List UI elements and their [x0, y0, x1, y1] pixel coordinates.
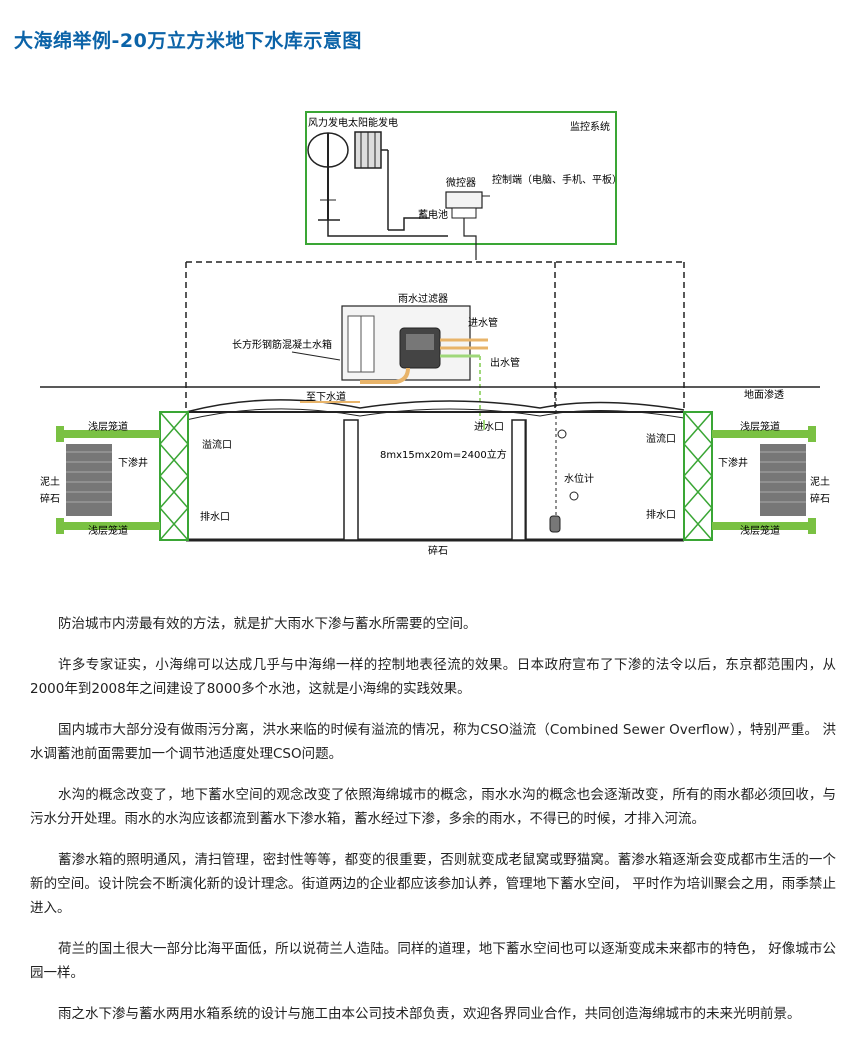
- paragraph: 蓄渗水箱的照明通风，清扫管理，密封性等等，都变的很重要，否则就变成老鼠窝或野猫窝…: [30, 852, 836, 916]
- tank-roof: [185, 399, 685, 413]
- to-sewer-label: 至下水道: [306, 390, 346, 403]
- gravel-label: 碎石: [428, 544, 448, 557]
- tank-label: 长方形钢筋混凝土水箱: [232, 338, 332, 351]
- ground-seep-label: 地面渗透: [744, 388, 784, 401]
- inlet-port-label: 进水口: [474, 421, 504, 433]
- drain-right-label: 排水口: [646, 508, 676, 521]
- paragraph: 防治城市内涝最有效的方法，就是扩大雨水下渗与蓄水所需要的空间。: [58, 616, 477, 632]
- rainwater-filter-box: [341, 305, 488, 420]
- paragraph: 荷兰的国土很大一部分比海平面低，所以说荷兰人造陆。同样的道理，地下蓄水空间也可以…: [30, 941, 836, 981]
- overflow-left-label: 溢流口: [202, 438, 232, 451]
- filter-label: 雨水过滤器: [398, 292, 448, 305]
- water-level-meter: [549, 386, 579, 533]
- soil-left-1: 泥土: [40, 475, 60, 488]
- paragraph: 许多专家证实，小海绵可以达成几乎与中海绵一样的控制地表径流的效果。日本政府宣布了…: [30, 657, 836, 697]
- overflow-right-label: 溢流口: [646, 432, 676, 445]
- solar-panel-icon: [354, 131, 389, 230]
- reservoir-diagram: 风力发电 太阳能发电 监控系统 微控器 控制端（电脑、手机、平板） 蓄电池 雨水…: [40, 111, 830, 557]
- paragraph: 水沟的概念改变了，地下蓄水空间的观念改变了依照海绵城市的概念，雨水水沟的概念也会…: [30, 787, 836, 827]
- inlet-pipe-label: 进水管: [468, 316, 498, 329]
- shallow-tr-label: 浅层笼道: [740, 420, 780, 433]
- paragraph: 雨之水下渗与蓄水两用水箱系统的设计与施工由本公司技术部负责，欢迎各界同业合作，共…: [58, 1006, 801, 1022]
- left-seepage-well: [56, 411, 189, 541]
- monitoring-system-box: 风力发电 太阳能发电 监控系统 微控器 控制端（电脑、手机、平板） 蓄电池: [305, 111, 622, 260]
- article-body: 防治城市内涝最有效的方法，就是扩大雨水下渗与蓄水所需要的空间。 许多专家证实，小…: [30, 612, 836, 1043]
- terminal-label: 控制端（电脑、手机、平板）: [492, 173, 622, 186]
- shallow-bl-label: 浅层笼道: [88, 524, 128, 537]
- battery-label: 蓄电池: [418, 208, 448, 221]
- drain-left-label: 排水口: [200, 510, 230, 523]
- volume-label: 8mx15mx20m=2400立方: [380, 448, 507, 461]
- shallow-br-label: 浅层笼道: [740, 524, 780, 537]
- underground-tank: [185, 411, 685, 542]
- seep-well-right-label: 下渗井: [718, 456, 748, 469]
- solar-label: 太阳能发电: [348, 116, 398, 129]
- micro-controller-box: [445, 191, 483, 209]
- paragraph: 国内城市大部分没有做雨污分离，洪水来临的时候有溢流的情况，称为CSO溢流（Com…: [30, 722, 836, 762]
- wind-label: 风力发电: [308, 116, 348, 129]
- monitor-label: 监控系统: [570, 120, 610, 133]
- level-meter-label: 水位计: [564, 472, 594, 485]
- micro-label: 微控器: [446, 176, 476, 189]
- soil-left-2: 碎石: [40, 492, 60, 505]
- right-seepage-well: [683, 411, 816, 541]
- soil-right-1: 泥土: [810, 475, 830, 488]
- wind-turbine-icon: [307, 132, 349, 221]
- outlet-pipe-label: 出水管: [490, 356, 520, 369]
- seep-well-left-label: 下渗井: [118, 456, 148, 469]
- shallow-tl-label: 浅层笼道: [88, 420, 128, 433]
- soil-right-2: 碎石: [810, 492, 830, 505]
- page-title: 大海绵举例-20万立方米地下水库示意图: [14, 30, 362, 52]
